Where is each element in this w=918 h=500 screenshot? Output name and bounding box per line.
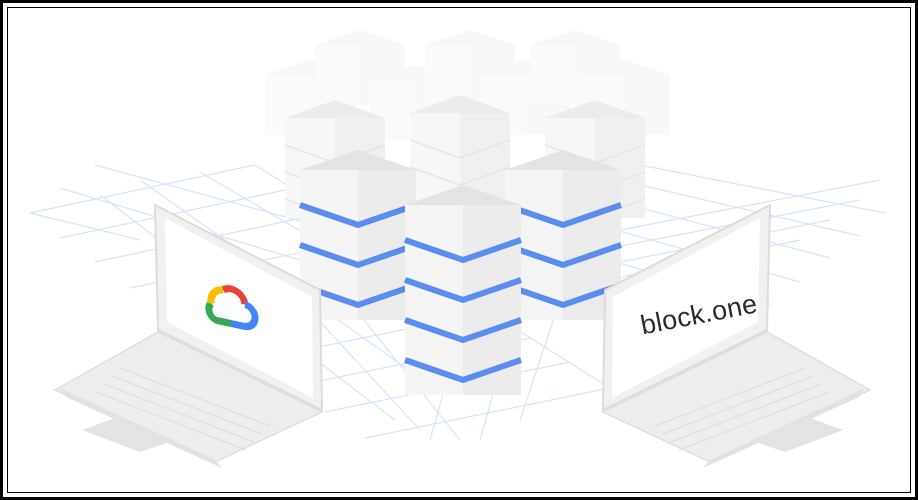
left-laptop bbox=[53, 203, 324, 468]
left-laptop-trackpad bbox=[82, 418, 175, 452]
left-laptop-keyboard bbox=[95, 367, 271, 451]
inner-border bbox=[7, 7, 911, 493]
right-laptop-keyboard bbox=[654, 367, 830, 451]
right-laptop bbox=[601, 203, 872, 468]
cloud-logo-icon bbox=[205, 285, 259, 331]
server-rack-right bbox=[504, 150, 622, 320]
right-laptop-trackpad bbox=[750, 418, 843, 452]
server-rack-center bbox=[404, 185, 522, 395]
